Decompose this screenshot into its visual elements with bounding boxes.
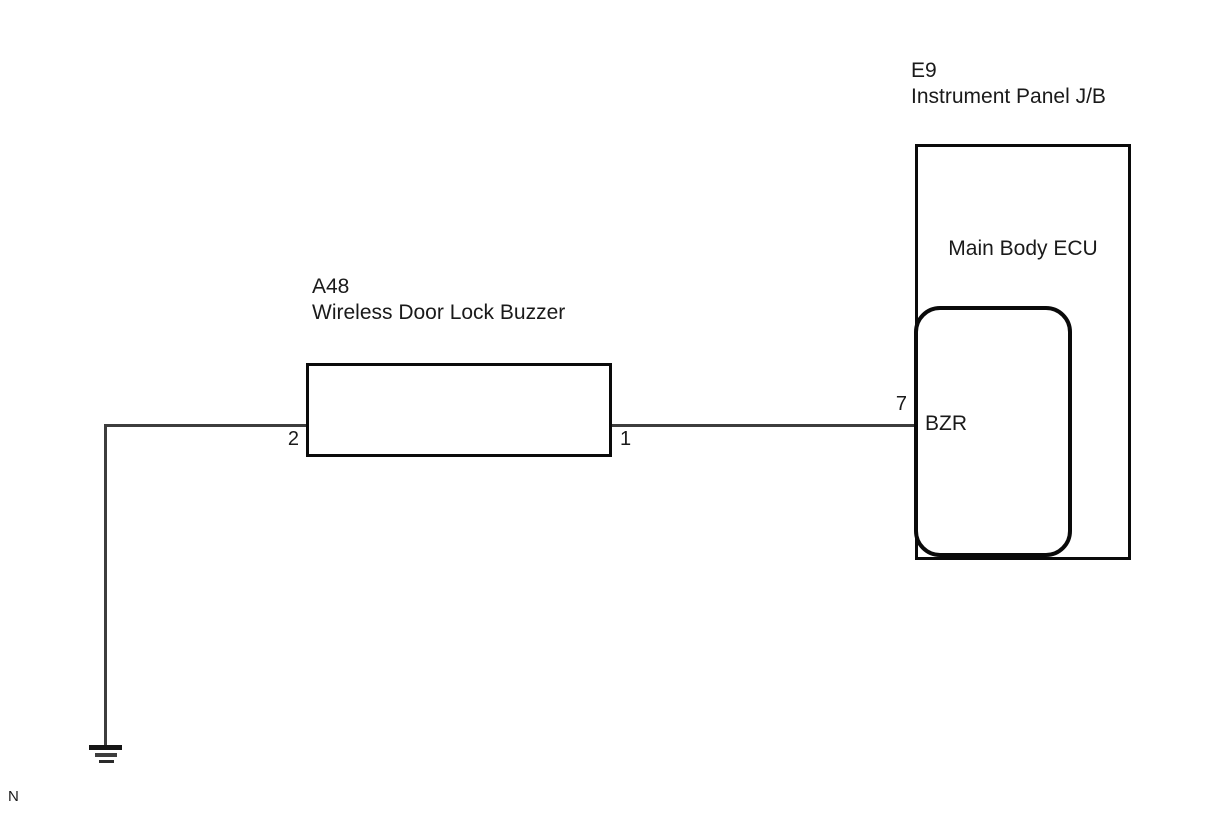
bzr-label: BZR: [925, 412, 967, 435]
bzr-connector: [914, 306, 1072, 557]
wire-buzzer-to-ground-vertical: [104, 424, 107, 748]
junction-block-name: Instrument Panel J/B: [911, 85, 1106, 108]
ecu-label: Main Body ECU: [948, 237, 1098, 260]
ground-bar-top: [89, 745, 122, 750]
ground-bar-bottom: [99, 760, 114, 763]
buzzer-pin-2-label: 2: [287, 428, 299, 450]
buzzer-pin-1-label: 1: [620, 428, 632, 450]
buzzer-code: A48: [312, 275, 350, 298]
ground-bar-middle: [95, 753, 117, 757]
junction-block-label: E9 Instrument Panel J/B: [911, 58, 1106, 110]
buzzer-name: Wireless Door Lock Buzzer: [312, 301, 566, 324]
buzzer-label: A48 Wireless Door Lock Buzzer: [312, 274, 565, 326]
wire-buzzer-to-ground-horizontal: [104, 424, 306, 427]
junction-block-code: E9: [911, 59, 937, 82]
page-marker: N: [8, 788, 19, 805]
buzzer-box: [306, 363, 612, 457]
wire-buzzer-to-ecu: [612, 424, 915, 427]
ecu-pin-7-label: 7: [895, 393, 907, 415]
